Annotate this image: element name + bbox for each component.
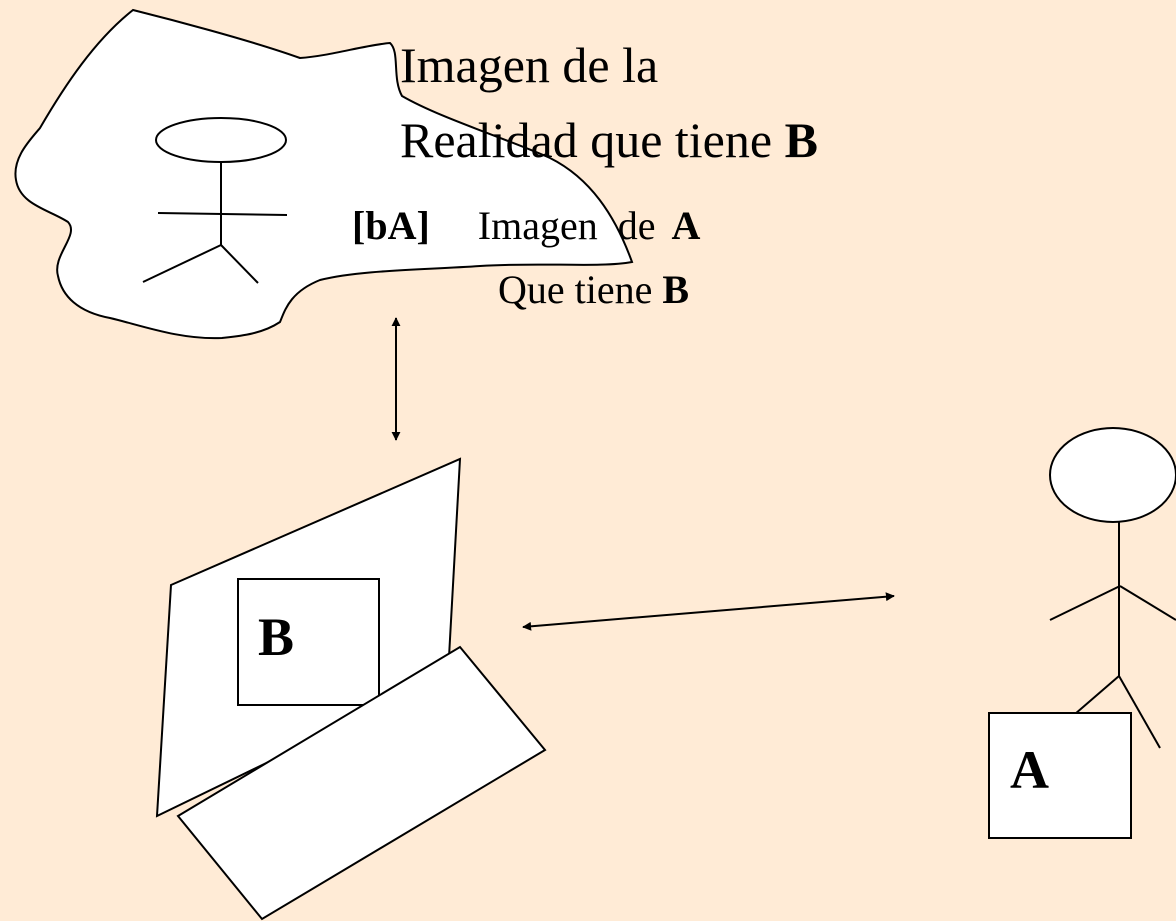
image-label-line2: Que tiene B	[498, 270, 689, 310]
person-left-leg	[1074, 675, 1120, 715]
person-right-leg	[1118, 675, 1161, 749]
person-left-arm	[1049, 585, 1121, 621]
person-box-a	[988, 712, 1132, 839]
image-label-line1-text: Imagen de	[477, 203, 656, 248]
reality-cloud-shape	[14, 8, 634, 340]
computer-label-b: B	[258, 607, 295, 667]
image-figure-left-leg	[142, 244, 222, 283]
horizontal-double-arrow	[522, 592, 895, 631]
computer-keyboard	[176, 645, 547, 921]
reality-title-line2-bold: B	[784, 112, 818, 168]
image-figure-right-leg	[220, 244, 259, 284]
image-figure-head	[155, 117, 287, 163]
image-label-line2-text: Que tiene	[498, 267, 653, 312]
reality-title-line2: Realidad que tiene B	[400, 115, 818, 165]
person-a-stick-figure	[1049, 427, 1176, 749]
reality-title-line2-text: Realidad que tiene	[400, 112, 773, 168]
reality-title-line1-text: Imagen de la	[400, 37, 659, 93]
image-label-tag: [bA]	[352, 203, 430, 248]
person-head	[1049, 427, 1176, 523]
image-figure-arms	[157, 212, 288, 216]
image-label-line1-bold: A	[671, 203, 701, 248]
image-label-line2-bold: B	[662, 267, 690, 312]
person-label-a: A	[1010, 740, 1049, 800]
image-label-line1: [bA] Imagen de A	[352, 206, 700, 246]
computer-box-b	[237, 578, 380, 706]
reality-title-line1: Imagen de la	[400, 40, 658, 90]
person-right-arm	[1119, 585, 1176, 621]
image-of-a-stick-figure	[142, 117, 288, 284]
